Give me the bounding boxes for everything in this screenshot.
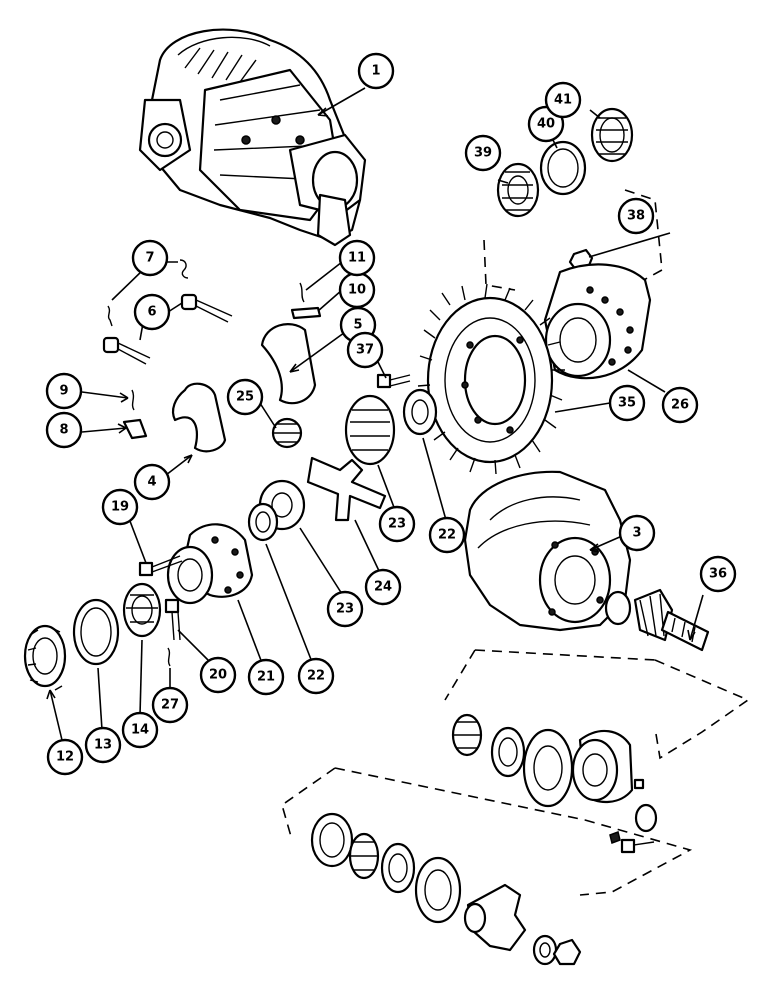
callout-label: 37 bbox=[356, 343, 374, 358]
callout-label: 20 bbox=[209, 668, 227, 683]
bearing-cone-14 bbox=[122, 582, 162, 638]
callout-11: 11 bbox=[338, 239, 376, 277]
callout-label: 12 bbox=[56, 750, 74, 765]
bolt-37 bbox=[376, 373, 411, 389]
carrier-housing-3 bbox=[463, 470, 632, 632]
callout-label: 39 bbox=[474, 146, 492, 161]
callout-label: 26 bbox=[671, 398, 689, 413]
bearing-cone-39 bbox=[496, 162, 540, 218]
pinion-kit-bracket bbox=[444, 649, 750, 760]
bolt-20 bbox=[164, 598, 181, 641]
callout-label: 11 bbox=[348, 251, 366, 266]
callout-22-right: 22 bbox=[428, 516, 466, 554]
callout-label: 25 bbox=[236, 390, 254, 405]
drive-pinion-36 bbox=[604, 588, 710, 652]
callout-label: 22 bbox=[307, 669, 325, 684]
bearing-cup-13 bbox=[72, 598, 120, 666]
callout-39: 39 bbox=[464, 134, 502, 172]
lock-10 bbox=[290, 306, 322, 320]
adjuster-12 bbox=[23, 624, 67, 691]
callout-10: 10 bbox=[338, 271, 376, 309]
callout-label: 22 bbox=[438, 528, 456, 543]
callout-label: 41 bbox=[554, 93, 572, 108]
callout-label: 36 bbox=[709, 567, 727, 582]
callout-22-left: 22 bbox=[297, 657, 335, 695]
ring-gear-35 bbox=[417, 283, 565, 475]
callout-label: 21 bbox=[257, 670, 275, 685]
callout-label: 35 bbox=[618, 396, 636, 411]
callout-label: 40 bbox=[537, 117, 555, 132]
callout-label: 1 bbox=[371, 64, 380, 79]
callout-label: 3 bbox=[632, 526, 641, 541]
callout-label: 19 bbox=[111, 500, 129, 515]
callout-label: 13 bbox=[94, 738, 112, 753]
callout-label: 38 bbox=[627, 209, 645, 224]
callout-6: 6 bbox=[133, 293, 171, 331]
bolt-6-upper bbox=[180, 293, 233, 323]
pinion-kit-parts bbox=[451, 713, 658, 854]
pin-27 bbox=[167, 647, 171, 667]
callout-label: 4 bbox=[147, 475, 156, 490]
callout-9: 9 bbox=[45, 372, 83, 410]
yoke-kit-bracket bbox=[281, 767, 693, 896]
callout-24: 24 bbox=[364, 568, 402, 606]
callout-label: 7 bbox=[145, 251, 154, 266]
bearing-cap-5 bbox=[260, 323, 317, 405]
callout-23-right: 23 bbox=[378, 505, 416, 543]
side-gear-23-right bbox=[344, 394, 396, 466]
callout-38: 38 bbox=[617, 197, 655, 235]
callout-25: 25 bbox=[226, 378, 264, 416]
callout-label: 8 bbox=[59, 423, 68, 438]
callout-20: 20 bbox=[199, 656, 237, 694]
bearing-cap-4 bbox=[171, 382, 227, 453]
washer-22-right bbox=[402, 388, 438, 436]
callout-label: 10 bbox=[348, 283, 366, 298]
yoke-kit-parts bbox=[310, 812, 582, 966]
bolt-6-lower bbox=[102, 336, 151, 365]
callout-label: 23 bbox=[388, 517, 406, 532]
callout-7: 7 bbox=[131, 239, 169, 277]
callout-23-left: 23 bbox=[326, 590, 364, 628]
callout-36: 36 bbox=[699, 555, 737, 593]
callout-label: 9 bbox=[59, 384, 68, 399]
callout-label: 5 bbox=[353, 318, 362, 333]
bearing-41 bbox=[590, 107, 634, 163]
pin-7a bbox=[179, 259, 189, 279]
callout-27: 27 bbox=[151, 686, 189, 724]
callout-8: 8 bbox=[45, 411, 83, 449]
callout-12: 12 bbox=[46, 738, 84, 776]
pin-11 bbox=[299, 282, 305, 303]
pin-9 bbox=[131, 389, 135, 411]
callout-19: 19 bbox=[101, 488, 139, 526]
callout-13: 13 bbox=[84, 726, 122, 764]
carrier-assembly bbox=[138, 28, 367, 247]
callout-26: 26 bbox=[661, 386, 699, 424]
diff-case-26 bbox=[543, 263, 652, 380]
callout-label: 27 bbox=[161, 698, 179, 713]
callout-label: 14 bbox=[131, 723, 149, 738]
pin-7b bbox=[107, 305, 113, 327]
lock-8 bbox=[122, 418, 148, 440]
side-pinion-25 bbox=[271, 417, 303, 449]
callout-label: 6 bbox=[147, 305, 156, 320]
callout-label: 23 bbox=[336, 602, 354, 617]
callout-1: 1 bbox=[357, 52, 395, 90]
spider-24 bbox=[306, 456, 387, 522]
bearing-cup-40 bbox=[539, 140, 587, 196]
washer-22-left bbox=[247, 502, 279, 542]
callout-label: 24 bbox=[374, 580, 392, 595]
callout-3: 3 bbox=[618, 514, 656, 552]
diff-case-21 bbox=[166, 523, 254, 605]
callout-37: 37 bbox=[346, 331, 384, 369]
callout-14: 14 bbox=[121, 711, 159, 749]
callout-4: 4 bbox=[133, 463, 171, 501]
callout-35: 35 bbox=[608, 384, 646, 422]
callout-21: 21 bbox=[247, 658, 285, 696]
callout-41: 41 bbox=[544, 81, 582, 119]
